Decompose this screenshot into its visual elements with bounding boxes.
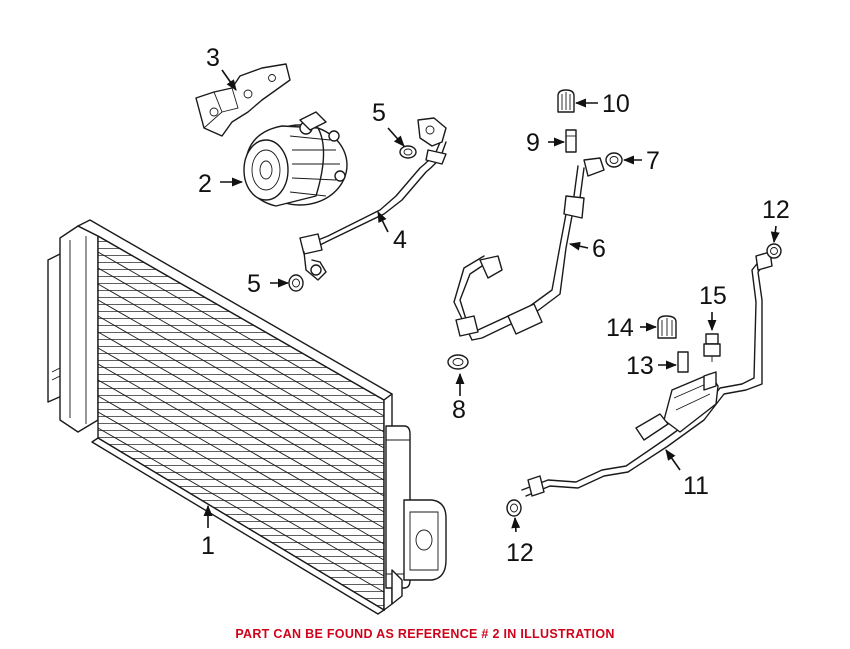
callout-1: 1 xyxy=(201,532,215,560)
pressure-switch-15-part[interactable] xyxy=(703,333,721,362)
liquid-line-part[interactable] xyxy=(521,251,773,497)
callout-14: 14 xyxy=(606,314,634,342)
discharge-hose-part[interactable] xyxy=(299,117,447,281)
valve-core-9-part[interactable] xyxy=(565,129,577,153)
callout-5-upper: 5 xyxy=(372,99,386,127)
callout-12-upper: 12 xyxy=(762,196,790,224)
callout-6: 6 xyxy=(592,235,606,263)
o-ring-lower-part[interactable] xyxy=(288,274,304,292)
callout-7: 7 xyxy=(646,147,660,175)
o-ring-7-part[interactable] xyxy=(605,152,623,168)
callout-13: 13 xyxy=(626,352,654,380)
bracket-part[interactable] xyxy=(195,63,291,137)
callout-12-lower: 12 xyxy=(506,539,534,567)
cap-14-part[interactable] xyxy=(657,315,677,339)
callout-11: 11 xyxy=(683,472,709,500)
reference-note: PART CAN BE FOUND AS REFERENCE # 2 IN IL… xyxy=(235,627,615,641)
condenser-part[interactable] xyxy=(47,219,447,615)
condenser-core-tubes xyxy=(97,251,385,593)
callout-10: 10 xyxy=(602,90,630,118)
o-ring-8-part[interactable] xyxy=(447,354,469,370)
callout-5-lower: 5 xyxy=(247,270,261,298)
leader-arrows xyxy=(203,69,780,533)
ac-system-parts-diagram: 1 2 3 4 5 5 6 7 8 9 10 11 12 12 13 14 15 xyxy=(47,44,790,615)
callout-15: 15 xyxy=(699,282,727,310)
o-ring-12-lower-part[interactable] xyxy=(506,499,522,517)
callout-2: 2 xyxy=(198,170,212,198)
suction-hose-part[interactable] xyxy=(453,157,605,341)
callout-labels: 1 2 3 4 5 5 6 7 8 9 10 11 12 12 13 14 15 xyxy=(198,44,790,567)
compressor-part[interactable] xyxy=(243,111,348,207)
o-ring-12-upper-part[interactable] xyxy=(766,243,782,259)
o-ring-upper-part[interactable] xyxy=(399,145,417,159)
callout-4: 4 xyxy=(393,226,407,254)
callout-3: 3 xyxy=(206,44,220,72)
callout-9: 9 xyxy=(526,129,540,157)
valve-core-13-part[interactable] xyxy=(677,351,689,373)
callout-8: 8 xyxy=(452,396,466,424)
cap-10-part[interactable] xyxy=(557,89,575,113)
